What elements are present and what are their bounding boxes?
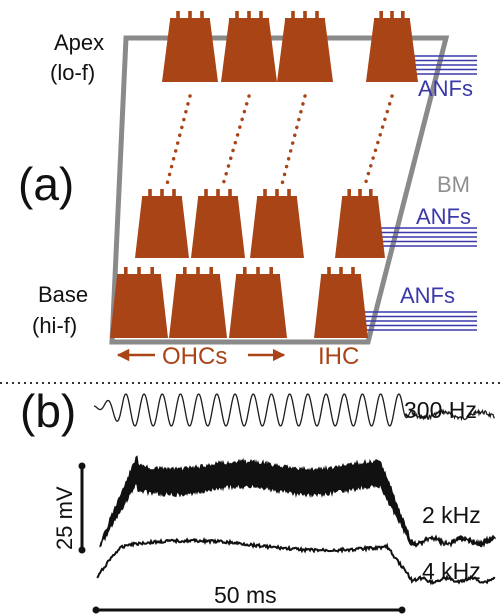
dotted-line-4: [362, 94, 394, 190]
dotted-line-2: [220, 94, 251, 190]
outer-hair-cell-middle-2: [191, 189, 245, 258]
panel-a-label: (a): [18, 158, 74, 210]
panel-b-label: (b): [20, 385, 76, 437]
base-label: Base: [38, 282, 88, 307]
anf-label-base: ANFs: [400, 283, 455, 308]
trace-4khz: [96, 536, 496, 586]
outer-hair-cell-base-3: [229, 267, 287, 338]
ohc-label: OHCs: [162, 343, 227, 370]
anf-label-middle: ANFs: [416, 204, 471, 229]
trace-label-2khz: 2 kHz: [422, 502, 481, 528]
basilar-membrane-frame: [109, 35, 450, 345]
outer-hair-cell-base-1: [110, 267, 168, 338]
outer-hair-cell-apex-3: [277, 11, 333, 82]
outer-hair-cell-middle-1: [135, 189, 189, 258]
cell-column-dotted-lines: [164, 94, 394, 190]
panel-a: (a) Apex (lo-f) Base (hi-f) BM ANFs ANFs…: [18, 11, 477, 370]
time-scale-bar: [92, 606, 406, 614]
voltage-scale-label: 25 mV: [52, 486, 77, 550]
inner-hair-cell-middle: [335, 189, 385, 258]
trace-label-4khz: 4 kHz: [422, 558, 481, 584]
base-frequency-label: (hi-f): [32, 313, 77, 338]
ihc-label: IHC: [318, 343, 359, 370]
bm-label: BM: [437, 172, 470, 197]
panel-b: (b) 300 Hz 2 kHz 4 kHz 25 mV 50 ms: [20, 385, 496, 614]
apex-frequency-label: (lo-f): [50, 60, 95, 85]
apex-label: Apex: [54, 30, 104, 55]
anf-label-apex: ANFs: [418, 76, 473, 101]
voltage-scale-bar: [78, 462, 86, 554]
time-scale-label: 50 ms: [214, 582, 277, 608]
outer-hair-cell-apex-1: [162, 11, 218, 82]
inner-hair-cell-apex: [366, 11, 418, 82]
outer-hair-cell-middle-3: [250, 189, 304, 258]
outer-hair-cell-base-2: [169, 267, 227, 338]
dotted-line-1: [164, 94, 192, 190]
inner-hair-cell-base: [314, 267, 368, 338]
trace-300hz: [93, 393, 495, 427]
dotted-line-3: [279, 94, 307, 190]
trace-label-300hz: 300 Hz: [404, 397, 477, 423]
trace-2khz: [99, 455, 496, 548]
outer-hair-cell-apex-2: [221, 11, 277, 82]
hair-cells: [110, 11, 418, 338]
